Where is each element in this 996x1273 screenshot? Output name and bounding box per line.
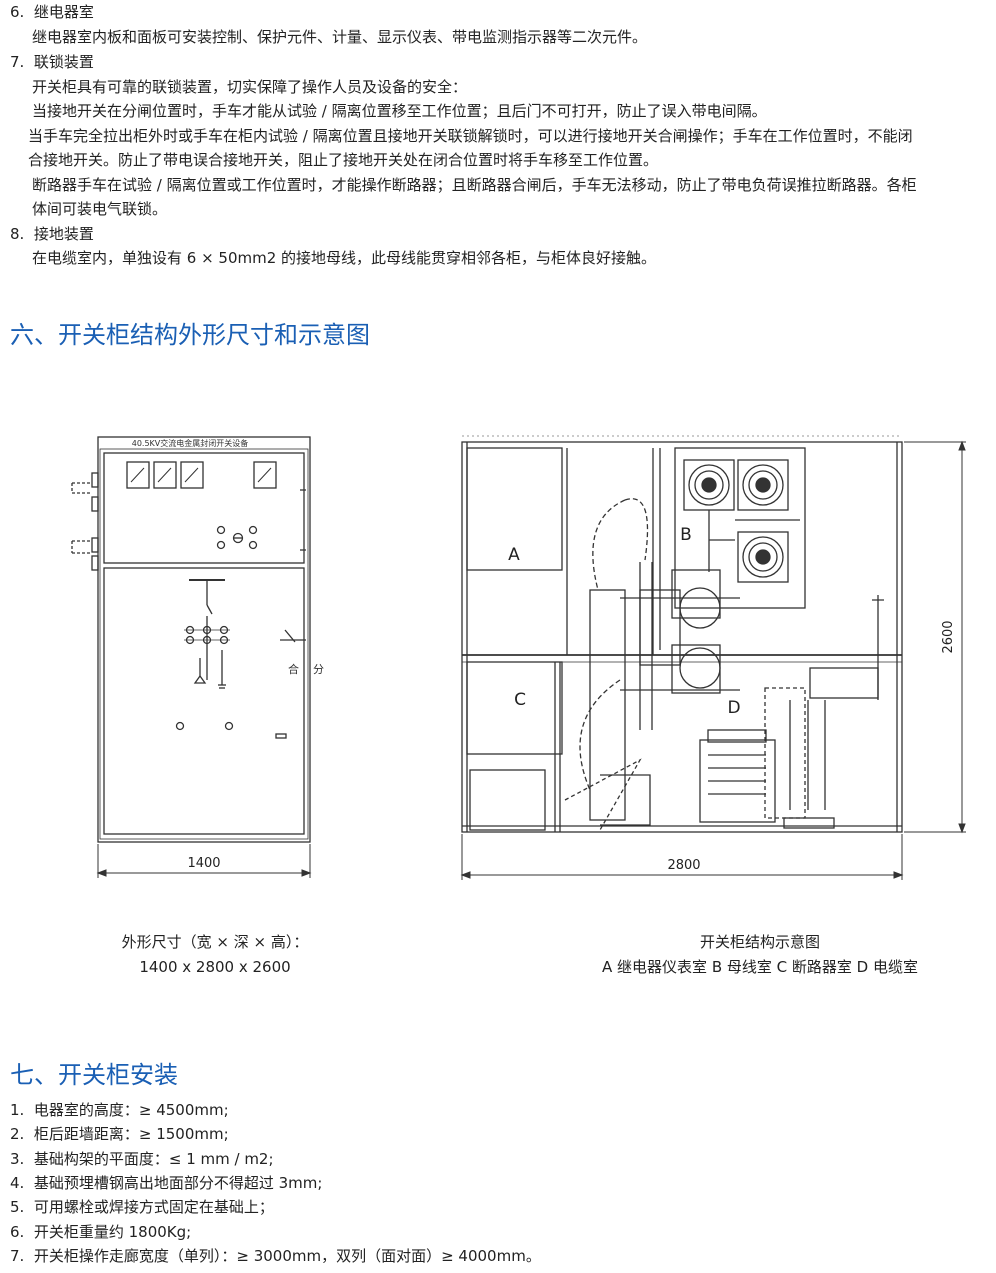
item-8-number: 8.: [10, 225, 25, 243]
install-item: 6. 开关柜重量约 1800Kg;: [10, 1222, 191, 1242]
install-item: 7. 开关柜操作走廊宽度（单列）：≥ 3000mm，双列（面对面）≥ 4000m…: [10, 1246, 541, 1266]
item-7-title-row: 7. 联锁装置: [10, 52, 94, 72]
install-item: 3. 基础构架的平面度：≤ 1 mm / m2;: [10, 1149, 274, 1169]
install-item-number: 2.: [10, 1125, 25, 1143]
item-6-title: 继电器室: [33, 3, 94, 21]
install-item-text: 基础预埋槽钢高出地面部分不得超过 3mm;: [33, 1174, 323, 1192]
install-item-text: 基础构架的平面度：≤ 1 mm / m2;: [33, 1150, 274, 1168]
side-view-drawing: A B C D 2800 2600: [460, 435, 966, 880]
install-item-number: 7.: [10, 1247, 25, 1265]
install-item: 5. 可用螺栓或焊接方式固定在基础上；: [10, 1197, 274, 1217]
item-7-line: 合接地开关。防止了带电误合接地开关，阻止了接地开关处在闭合位置时将手车移至工作位…: [28, 151, 659, 169]
switch-label-close: 合: [288, 662, 299, 676]
item-8-title: 接地装置: [33, 225, 94, 243]
item-8-title-row: 8. 接地装置: [10, 224, 94, 244]
install-item-text: 可用螺栓或焊接方式固定在基础上；: [33, 1198, 274, 1216]
item-7-line: 开关柜具有可靠的联锁装置，切实保障了操作人员及设备的安全：: [32, 78, 468, 96]
front-caption-line2: 1400 x 2800 x 2600: [139, 958, 291, 976]
item-6-body: 继电器室内板和面板可安装控制、保护元件、计量、显示仪表、带电监测指示器等二次元件…: [32, 28, 648, 46]
compartment-label-b: B: [680, 525, 692, 545]
switch-label-open: 分: [313, 663, 324, 676]
install-item-text: 开关柜重量约 1800Kg;: [33, 1223, 192, 1241]
compartment-label-c: C: [514, 690, 526, 710]
install-item: 1. 电器室的高度：≥ 4500mm;: [10, 1100, 229, 1120]
side-caption-line1: 开关柜结构示意图: [699, 933, 820, 951]
item-7-line: 当接地开关在分闸位置时，手车才能从试验 / 隔离位置移至工作位置；且后门不可打开…: [32, 102, 767, 120]
front-width-dimension: 1400: [187, 856, 220, 871]
install-item-number: 3.: [10, 1150, 25, 1168]
install-item-text: 柜后距墙距离：≥ 1500mm;: [33, 1125, 229, 1143]
item-6-title-row: 6. 继电器室: [10, 2, 94, 22]
section-6-heading: 六、开关柜结构外形尺寸和示意图: [10, 321, 370, 349]
item-7-number: 7.: [10, 53, 25, 71]
install-item-number: 6.: [10, 1223, 25, 1241]
front-caption-line1: 外形尺寸（宽 × 深 × 高）：: [121, 933, 309, 951]
install-item-number: 5.: [10, 1198, 25, 1216]
install-item-number: 1.: [10, 1101, 25, 1119]
section-7-heading: 七、开关柜安装: [10, 1061, 178, 1089]
install-item-number: 4.: [10, 1174, 25, 1192]
item-7-title: 联锁装置: [33, 53, 94, 71]
side-width-dimension: 2800: [667, 858, 700, 873]
item-6-number: 6.: [10, 3, 25, 21]
item-7-line: 当手车完全拉出柜外时或手车在柜内试验 / 隔离位置且接地开关联锁解锁时，可以进行…: [28, 127, 913, 145]
install-item-text: 电器室的高度：≥ 4500mm;: [33, 1101, 229, 1119]
side-caption-line2: A 继电器仪表室 B 母线室 C 断路器室 D 电缆室: [602, 958, 918, 976]
item-8-body: 在电缆室内，单独设有 6 × 50mm2 的接地母线，此母线能贯穿相邻各柜，与柜…: [32, 249, 657, 267]
front-panel-title: 40.5KV交流电金属封闭开关设备: [132, 438, 249, 448]
install-item: 4. 基础预埋槽钢高出地面部分不得超过 3mm;: [10, 1173, 322, 1193]
item-7-line: 体间可装电气联锁。: [32, 200, 168, 218]
front-view-drawing: 40.5KV交流电金属封闭开关设备 合 分 1400: [71, 436, 324, 878]
compartment-label-d: D: [727, 698, 740, 718]
install-item: 2. 柜后距墙距离：≥ 1500mm;: [10, 1124, 229, 1144]
install-item-text: 开关柜操作走廊宽度（单列）：≥ 3000mm，双列（面对面）≥ 4000mm。: [33, 1247, 541, 1265]
side-height-dimension: 2600: [941, 620, 956, 653]
compartment-label-a: A: [508, 545, 520, 565]
item-7-line: 断路器手车在试验 / 隔离位置或工作位置时，才能操作断路器；且断路器合闸后，手车…: [32, 176, 917, 194]
